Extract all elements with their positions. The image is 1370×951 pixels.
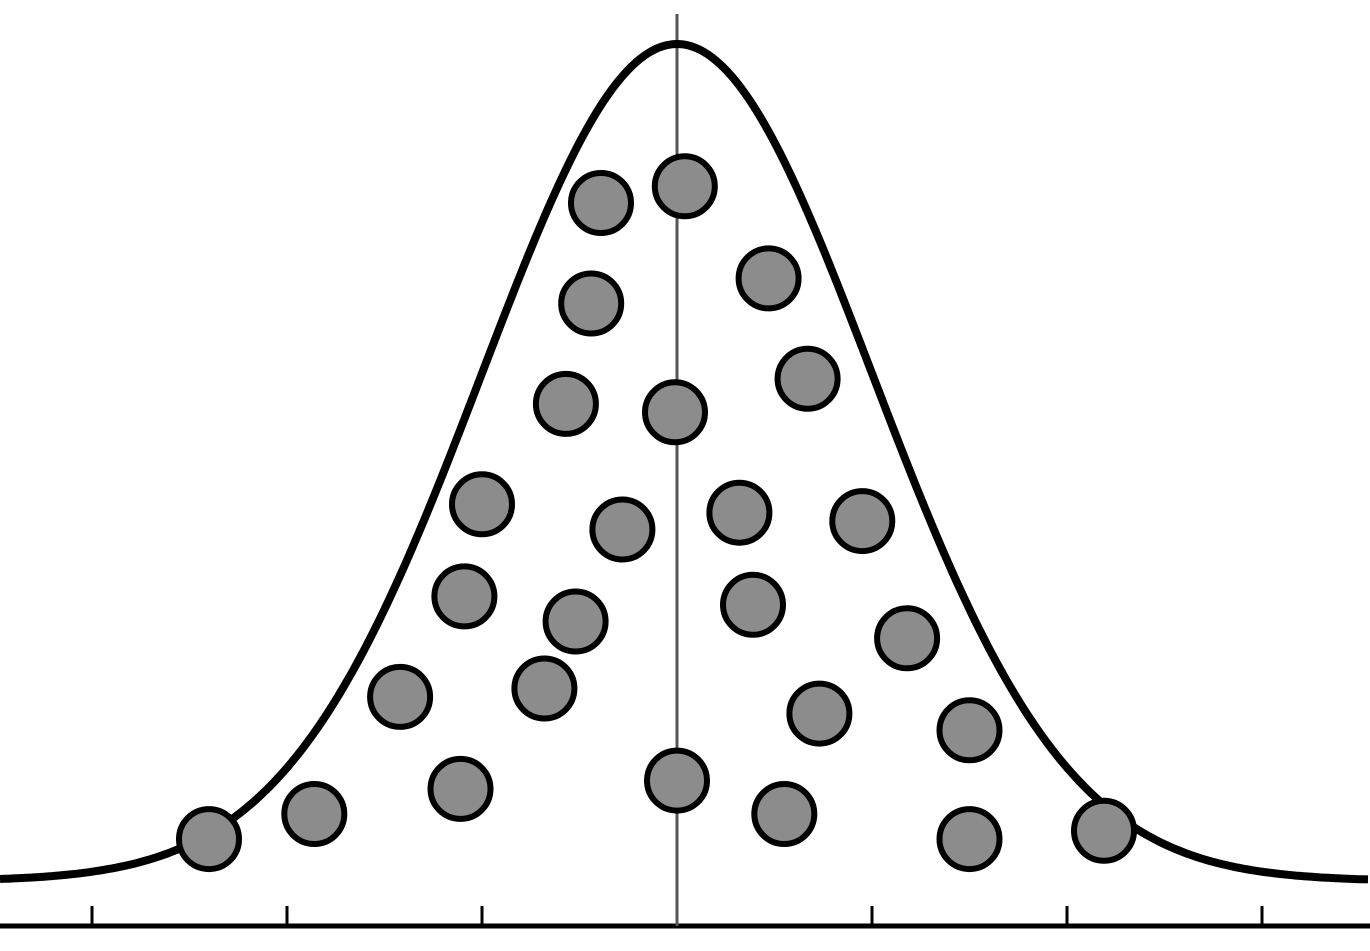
sample-dot (511, 655, 578, 722)
sample-dot (532, 370, 599, 437)
sample-dot (431, 563, 498, 630)
sample-dot (774, 345, 841, 412)
sample-dot (427, 755, 494, 822)
sample-dots (176, 153, 1137, 873)
sample-dot (644, 747, 710, 814)
sample-dot (367, 663, 434, 730)
sample-dot (589, 496, 656, 563)
sample-dot (542, 588, 609, 655)
sample-dot (176, 806, 242, 873)
sample-dot (558, 270, 625, 337)
sample-dot (735, 245, 802, 312)
sample-dot (829, 488, 896, 555)
sample-dot (720, 571, 786, 638)
sample-dot (936, 806, 1003, 873)
x-axis (0, 906, 1370, 929)
sample-dot (706, 479, 773, 546)
sample-dot (651, 153, 718, 220)
sample-dot (449, 471, 515, 538)
sample-dot (1071, 797, 1137, 864)
sample-dot (786, 680, 853, 747)
sample-dot (874, 605, 941, 672)
sample-dot (642, 379, 708, 446)
sample-dot (936, 697, 1003, 764)
sample-dot (281, 781, 348, 847)
sample-dot (751, 781, 818, 847)
sample-dot (568, 170, 634, 236)
